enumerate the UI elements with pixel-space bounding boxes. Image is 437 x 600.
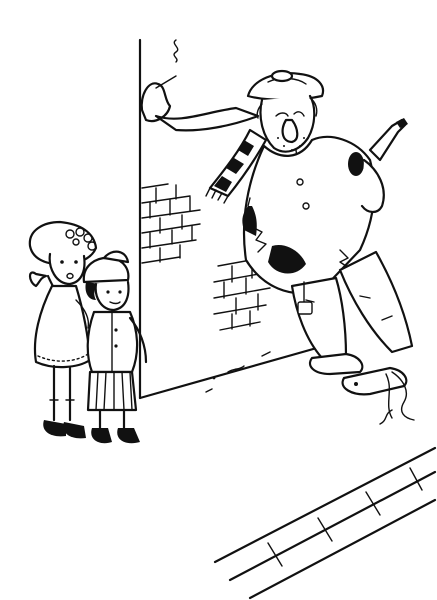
building-wall xyxy=(138,38,347,400)
girl-shoe-left xyxy=(43,420,66,437)
boy-face xyxy=(94,280,130,312)
sidewalk-curb xyxy=(213,446,437,600)
coat-patch xyxy=(348,152,364,176)
girl-dress xyxy=(33,284,92,369)
brick-patch-left xyxy=(141,183,201,264)
girl-figure xyxy=(28,220,98,439)
cigarette xyxy=(155,75,177,89)
bottle-shoulder xyxy=(368,118,408,162)
man-nose xyxy=(281,118,299,144)
man-shoe-left xyxy=(308,352,364,376)
boy-shoe-right xyxy=(117,428,140,444)
coat-tag xyxy=(297,281,313,315)
boy-shoe-left xyxy=(91,428,112,444)
boy-figure xyxy=(82,250,148,444)
bonnet-flowers xyxy=(65,227,97,251)
girl-face xyxy=(48,252,86,286)
smoke-wisp xyxy=(173,39,179,63)
man-right-arm xyxy=(360,158,385,214)
boy-shorts xyxy=(86,370,138,412)
bottle-pocket xyxy=(242,197,257,236)
man-hand xyxy=(140,82,172,123)
shoe-laces xyxy=(385,371,415,421)
drunk-man-figure xyxy=(140,69,415,421)
ground-litter xyxy=(205,351,393,425)
man-scarf xyxy=(205,128,268,204)
man-trousers xyxy=(290,276,348,360)
man-raised-arm xyxy=(154,106,260,132)
girl-shoe-right xyxy=(63,422,86,439)
